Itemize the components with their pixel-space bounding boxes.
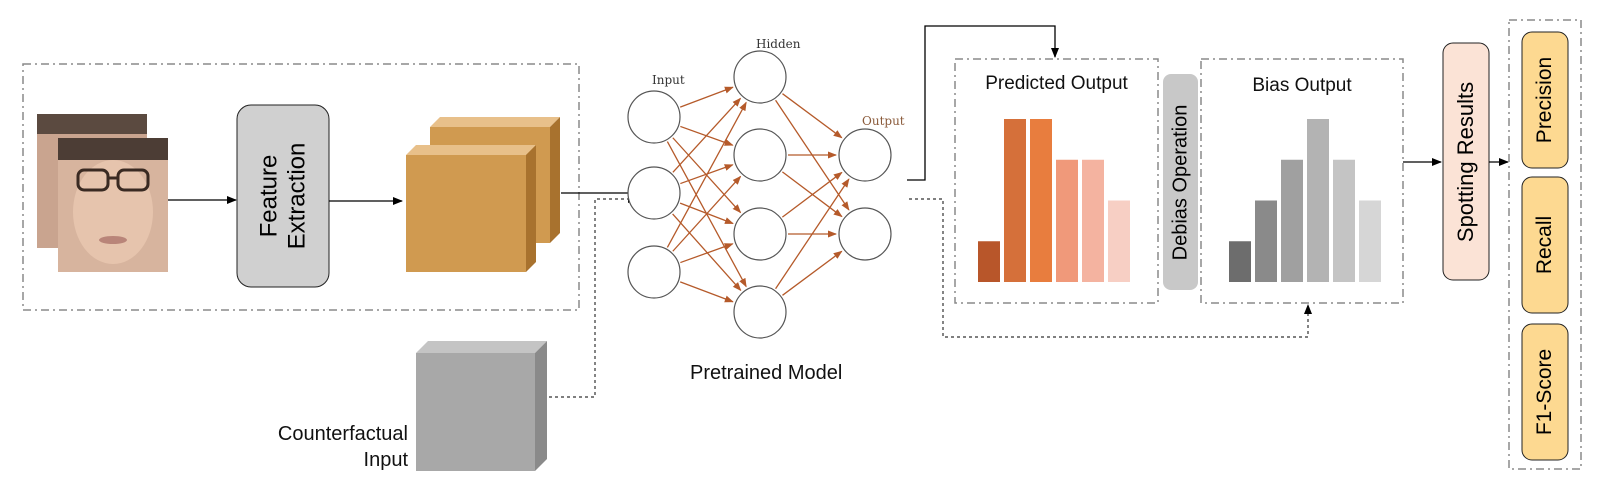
spotting-results-text: Spotting Results [1453, 81, 1479, 242]
network-edge [782, 250, 843, 296]
network-edge [782, 93, 843, 139]
output-node [838, 128, 892, 182]
network-edge [672, 97, 742, 173]
predicted-output-bar [1004, 119, 1026, 282]
predicted-output-bar [1082, 159, 1104, 282]
precision-label: Precision [1522, 32, 1568, 168]
input-node [627, 90, 681, 144]
precision-text: Precision [1533, 56, 1556, 144]
network-edge [679, 86, 734, 108]
network-edge [679, 281, 734, 303]
f1-score-text: F1-Score [1533, 348, 1557, 436]
spotting-results-label: Spotting Results [1443, 43, 1489, 280]
feature-extraction-label: Feature Extraction [237, 105, 329, 287]
feature-cube-front [406, 145, 536, 272]
bias-output-bar [1229, 241, 1251, 282]
output-node [838, 207, 892, 261]
pretrained-model-caption: Pretrained Model [690, 362, 843, 384]
predicted-output-bars [978, 119, 1130, 282]
feature-extraction-line1: Feature [255, 154, 282, 238]
hidden-node [733, 50, 787, 104]
recall-box [1521, 176, 1569, 314]
network-edge [680, 243, 734, 264]
network-output-label: Output [862, 114, 905, 128]
network-edges [666, 86, 850, 303]
debias-operation-text: Debias Operation [1169, 104, 1191, 260]
f1-score-box [1521, 323, 1569, 461]
predicted-output-bar [1056, 159, 1078, 282]
network-edge [781, 171, 843, 218]
bias-output-bars [1229, 119, 1381, 282]
network-edge [775, 178, 850, 290]
predicted-output-frame [954, 58, 1159, 304]
debias-box [1163, 74, 1198, 290]
bias-output-bar [1255, 200, 1277, 282]
feature-extraction-box [236, 104, 330, 288]
network-nodes [627, 50, 892, 339]
network-input-label: Input [652, 73, 685, 87]
counterfactual-line1: Counterfactual [277, 423, 408, 445]
precision-box [1521, 31, 1569, 169]
recall-text: Recall [1533, 215, 1557, 275]
network-edge [672, 213, 742, 292]
bias-output-bar [1307, 119, 1329, 282]
hidden-node [733, 285, 787, 339]
feature-extraction-line2: Extraction [283, 142, 310, 250]
hidden-node [733, 207, 787, 261]
recall-label: Recall [1522, 177, 1568, 313]
counterfactual-cube [416, 341, 547, 471]
predicted-output-bar [1030, 119, 1052, 282]
bias-output-title: Bias Output [1252, 75, 1352, 96]
bias-output-bar [1281, 159, 1303, 282]
predicted-output-title: Predicted Output [985, 73, 1128, 94]
bias-output-bar [1359, 200, 1381, 282]
predicted-output-bar [978, 241, 1000, 282]
f1-score-label: F1-Score [1522, 324, 1568, 460]
hidden-node [733, 128, 787, 182]
predicted-output-bar [1108, 200, 1130, 282]
bias-output-frame [1200, 58, 1404, 304]
counterfactual-line2: Input [363, 449, 408, 471]
network-edge [666, 101, 747, 248]
bias-output-bar [1333, 159, 1355, 282]
network-hidden-label: Hidden [756, 37, 801, 51]
input-stage-frame [22, 63, 580, 311]
input-node [627, 245, 681, 299]
network-edge [672, 175, 742, 252]
metrics-frame [1508, 19, 1582, 470]
debias-operation-label: Debias Operation [1163, 74, 1198, 290]
input-node [627, 166, 681, 220]
face-image-front [58, 138, 168, 272]
